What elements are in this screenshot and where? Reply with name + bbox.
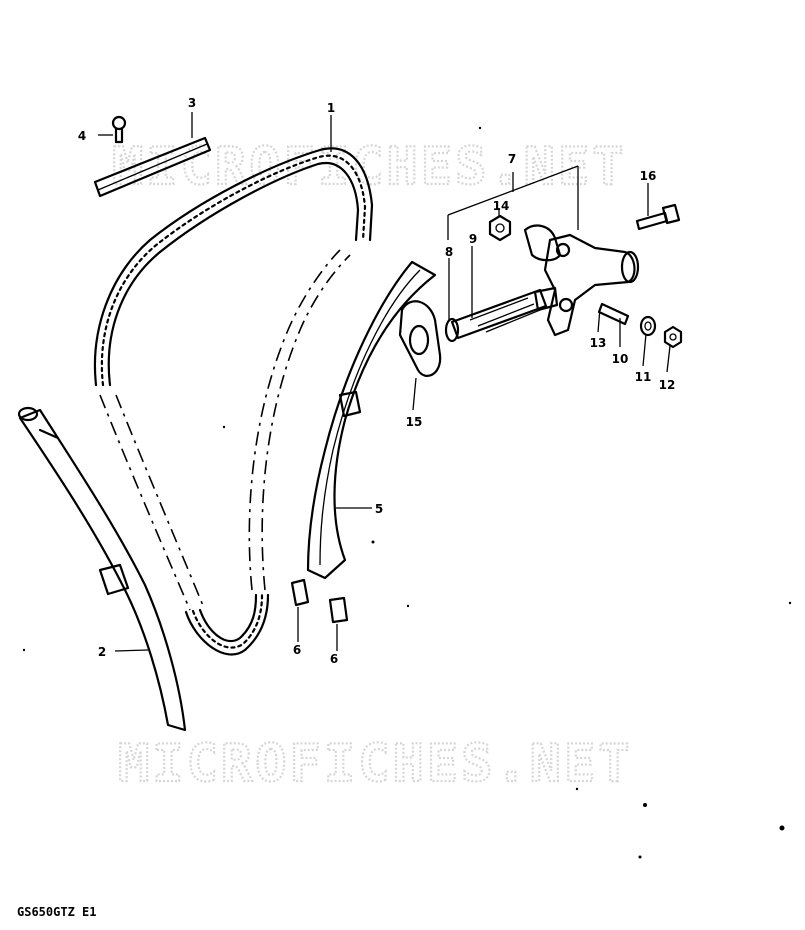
chain-guide-front	[17, 406, 187, 732]
callout-3: 3	[188, 96, 196, 110]
callout-5: 5	[375, 502, 383, 516]
tensioner-bolt	[635, 203, 681, 231]
callout-1: 1	[327, 101, 335, 115]
watermark-bottom: MICROFICHES.NET	[118, 734, 633, 794]
callout-13: 13	[590, 336, 607, 350]
callout-12: 12	[659, 378, 676, 392]
callout-10: 10	[612, 352, 629, 366]
watermark-top: MICROFICHES.NET	[112, 137, 627, 197]
callout-11: 11	[635, 370, 652, 384]
callout-15: 15	[406, 415, 423, 429]
callout-9: 9	[469, 232, 477, 246]
tensioner-gasket	[398, 300, 442, 377]
cam-chain	[93, 147, 374, 656]
chain-guide-top	[93, 136, 212, 198]
guide-screw	[111, 115, 127, 144]
callout-14: 14	[493, 199, 510, 213]
callout-6a: 6	[293, 643, 301, 657]
push-rod	[444, 288, 548, 343]
stud-bolt	[597, 302, 630, 326]
callout-7: 7	[508, 152, 516, 166]
callout-2: 2	[98, 645, 106, 659]
model-code: GS650GTZ E1	[17, 905, 96, 919]
callout-16: 16	[640, 169, 657, 183]
callout-8: 8	[445, 245, 453, 259]
callouts: 1 2 3 4 5 6 6 7 8 9 10 11 12 13 14 15 16	[78, 96, 676, 666]
washer	[639, 315, 657, 337]
tensioner-blade	[306, 260, 437, 580]
scan-specks	[22, 126, 792, 859]
tensioner-assembly	[523, 224, 640, 337]
callout-6b: 6	[330, 652, 338, 666]
damper-block-b	[328, 596, 349, 624]
nut	[663, 325, 683, 349]
callout-4: 4	[78, 129, 86, 143]
leader-lines	[98, 112, 671, 652]
damper-block-a	[290, 578, 310, 607]
lock-nut	[488, 214, 512, 242]
